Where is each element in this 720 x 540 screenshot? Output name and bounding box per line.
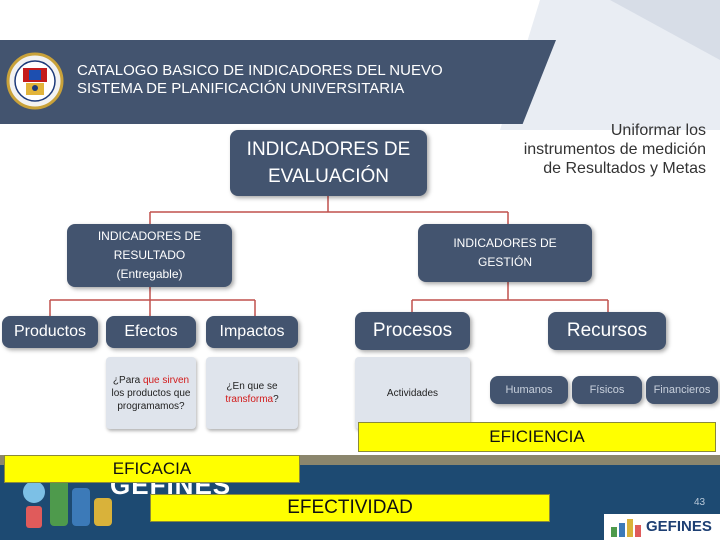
- side-note: Uniformar los instrumentos de medición d…: [470, 121, 706, 178]
- gestion-line-1: INDICADORES DE: [453, 236, 557, 250]
- efectos-detail-highlight: que sirven: [142, 374, 190, 386]
- efectos-node: Efectos: [106, 316, 196, 348]
- fisicos-node: Físicos: [572, 376, 642, 404]
- resultado-node: INDICADORES DE RESULTADO (Entregable): [67, 224, 232, 287]
- impactos-detail-post: ?: [273, 394, 279, 405]
- efectos-detail: ¿Para que sirven los productos que progr…: [106, 357, 196, 429]
- efectos-detail-pre: ¿Para: [112, 374, 143, 386]
- gestion-line-2: GESTIÓN: [477, 255, 532, 269]
- footer-brand-small: GEFINES: [646, 518, 712, 535]
- actividades-detail: Actividades: [355, 357, 470, 429]
- root-line-1: INDICADORES DE: [246, 139, 411, 160]
- resultado-line-1: INDICADORES DE: [97, 229, 202, 243]
- university-seal-icon: [6, 52, 64, 110]
- recursos-node: Recursos: [548, 312, 666, 350]
- procesos-node: Procesos: [355, 312, 470, 350]
- note-line-2: instrumentos de medición: [523, 141, 706, 158]
- impactos-detail: ¿En que se transforma?: [206, 357, 298, 429]
- note-line-1: Uniformar los: [610, 122, 706, 139]
- resultado-line-2: RESULTADO: [113, 248, 186, 262]
- productos-node: Productos: [2, 316, 98, 348]
- root-line-2: EVALUACIÓN: [267, 166, 390, 187]
- resultado-line-3: (Entregable): [116, 267, 183, 281]
- root-node: INDICADORES DE EVALUACIÓN: [230, 130, 427, 196]
- title-bar: [0, 40, 556, 124]
- page-number: 43: [694, 497, 706, 508]
- footer-strip: [0, 455, 720, 465]
- gefines-logo-icon: [611, 519, 641, 537]
- title-line-1: CATALOGO BASICO DE INDICADORES DEL NUEVO: [77, 62, 443, 79]
- page-title: CATALOGO BASICO DE INDICADORES DEL NUEVO…: [77, 62, 517, 98]
- corner-decoration: [500, 0, 720, 130]
- title-line-2: SISTEMA DE PLANIFICACIÓN UNIVERSITARIA: [77, 80, 405, 97]
- gestion-node: INDICADORES DE GESTIÓN: [418, 224, 592, 282]
- eficiencia-bar: EFICIENCIA: [358, 422, 716, 452]
- efectos-detail-post: los productos que programamos?: [111, 387, 191, 412]
- note-line-3: de Resultados y Metas: [543, 160, 706, 177]
- impactos-detail-pre: ¿En que se: [226, 381, 278, 392]
- efectividad-bar: EFECTIVIDAD: [150, 494, 550, 522]
- coins-icon: [23, 478, 112, 528]
- eficacia-bar: EFICACIA: [4, 455, 300, 483]
- humanos-node: Humanos: [490, 376, 568, 404]
- impactos-detail-highlight: transforma: [225, 394, 274, 405]
- financieros-node: Financieros: [646, 376, 718, 404]
- impactos-node: Impactos: [206, 316, 298, 348]
